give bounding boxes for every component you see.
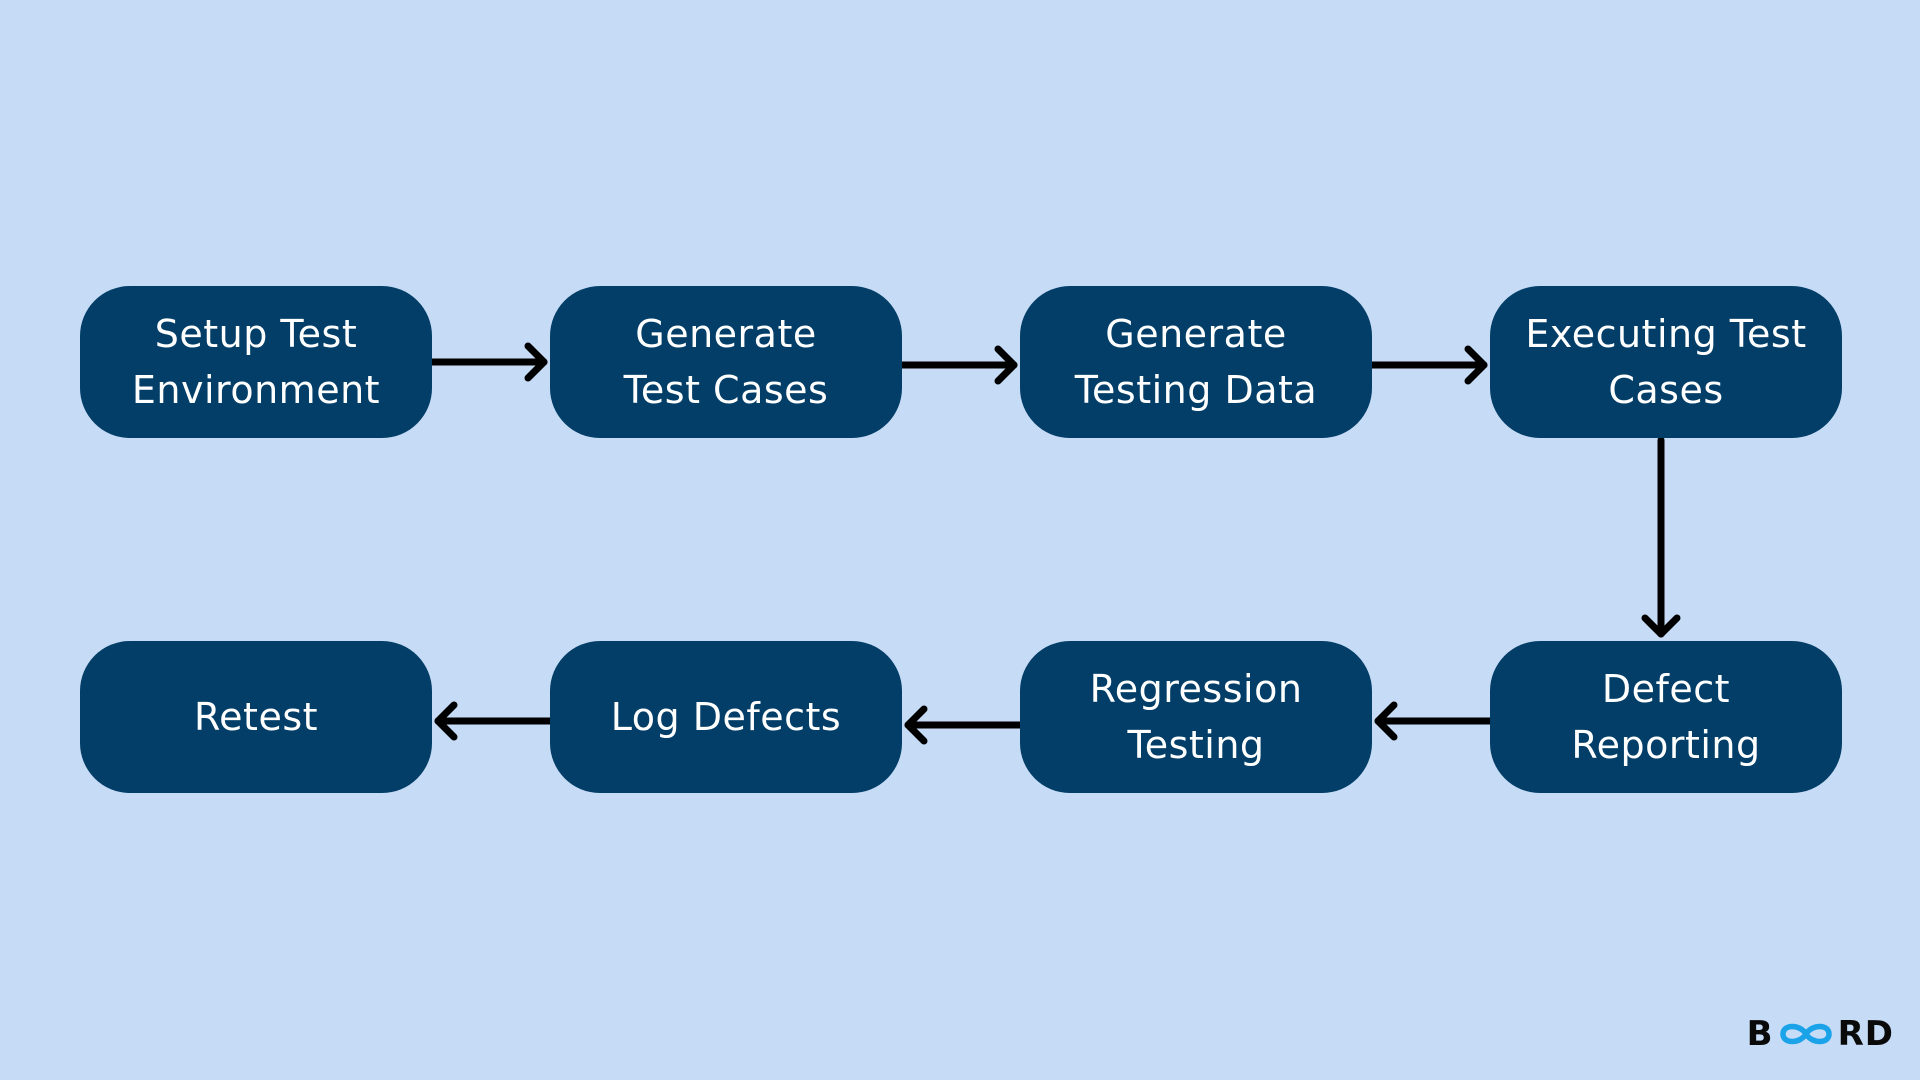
arrow-s1-to-s2: [428, 342, 548, 382]
step-executing-test-cases: Executing Test Cases: [1490, 286, 1842, 438]
infinity-icon: [1779, 1023, 1832, 1045]
step-generate-test-cases: Generate Test Cases: [550, 286, 902, 438]
step-setup-test-environment: Setup Test Environment: [80, 286, 432, 438]
arrow-s5-to-s6: [1374, 701, 1494, 741]
step-defect-reporting: Defect Reporting: [1490, 641, 1842, 793]
arrow-s4-to-s5: [1641, 436, 1681, 638]
step-generate-testing-data: Generate Testing Data: [1020, 286, 1372, 438]
arrow-s6-to-s7: [904, 705, 1024, 745]
step-log-defects: Log Defects: [550, 641, 902, 793]
step-label: Setup Test Environment: [131, 312, 381, 412]
step-retest: Retest: [80, 641, 432, 793]
arrow-s2-to-s3: [898, 345, 1018, 385]
step-label: Log Defects: [610, 695, 842, 739]
arrow-s3-to-s4: [1368, 345, 1488, 385]
step-label: Retest: [193, 695, 319, 739]
step-label: Defect Reporting: [1571, 667, 1761, 767]
step-label: Regression Testing: [1089, 667, 1303, 767]
step-label: Executing Test Cases: [1525, 312, 1807, 412]
arrow-s7-to-s8: [434, 701, 554, 741]
step-label: Generate Testing Data: [1074, 312, 1318, 412]
brand-suffix: RD: [1837, 1014, 1894, 1054]
brand-logo: B RD: [1747, 1014, 1894, 1054]
step-regression-testing: Regression Testing: [1020, 641, 1372, 793]
step-label: Generate Test Cases: [623, 312, 829, 412]
brand-prefix: B: [1746, 1014, 1774, 1054]
